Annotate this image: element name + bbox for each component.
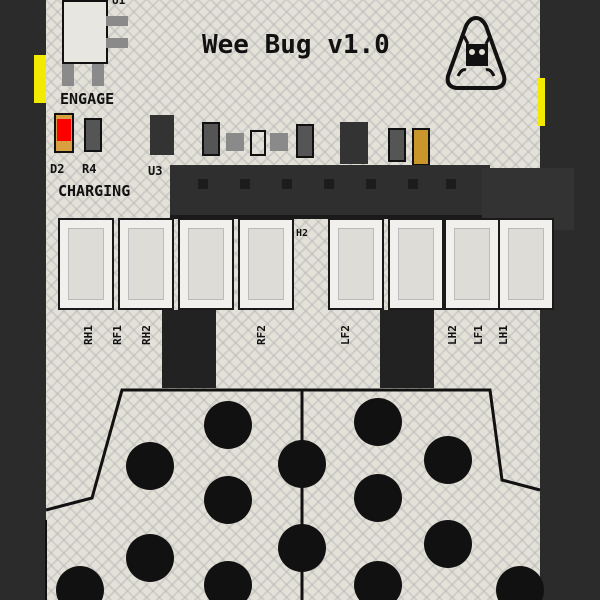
label-rh1: RH1 <box>82 325 95 345</box>
label-lf2: LF2 <box>339 325 352 345</box>
label-engage: ENGAGE <box>60 90 115 108</box>
label-lh2: LH2 <box>446 325 459 345</box>
connector-rh2 <box>178 218 234 310</box>
label-rf2: RF2 <box>255 325 268 345</box>
label-u3: U3 <box>148 164 163 178</box>
label-charging: CHARGING <box>58 182 131 200</box>
capacitor <box>412 128 430 166</box>
pin-header-h2 <box>170 165 490 219</box>
connector-lf1 <box>444 218 500 310</box>
label-u1: U1 <box>112 0 126 7</box>
label-rf1: RF1 <box>111 325 124 345</box>
label-rh2: RH2 <box>140 325 153 345</box>
regulator-u1 <box>62 0 108 64</box>
connector-rh1 <box>58 218 114 310</box>
chip-ic <box>340 122 368 164</box>
label-h2: H2 <box>296 228 309 239</box>
side-switch-right <box>538 78 545 126</box>
board-title: Wee Bug v1.0 <box>202 30 390 60</box>
resistor <box>202 122 220 156</box>
board-slot-left <box>380 310 434 388</box>
connector-rf1 <box>118 218 174 310</box>
label-lh1: LH1 <box>497 325 510 345</box>
touch-pad-area <box>0 380 600 600</box>
resistor-r4 <box>84 118 102 152</box>
chip-u3 <box>150 115 174 155</box>
side-switch-left <box>34 55 46 103</box>
resistor <box>388 128 406 162</box>
connector-lh2 <box>388 218 444 310</box>
led-d2 <box>54 113 74 153</box>
bug-warning-triangle-icon <box>445 15 507 90</box>
connector-lf2 <box>328 218 384 310</box>
label-d2: D2 <box>50 162 65 176</box>
touch-pads <box>56 398 544 600</box>
label-r4: R4 <box>82 162 97 176</box>
board-slot-right <box>162 310 216 388</box>
resistor <box>296 124 314 158</box>
connector-lh1 <box>498 218 554 310</box>
connector-rf2 <box>238 218 294 310</box>
label-lf1: LF1 <box>472 325 485 345</box>
